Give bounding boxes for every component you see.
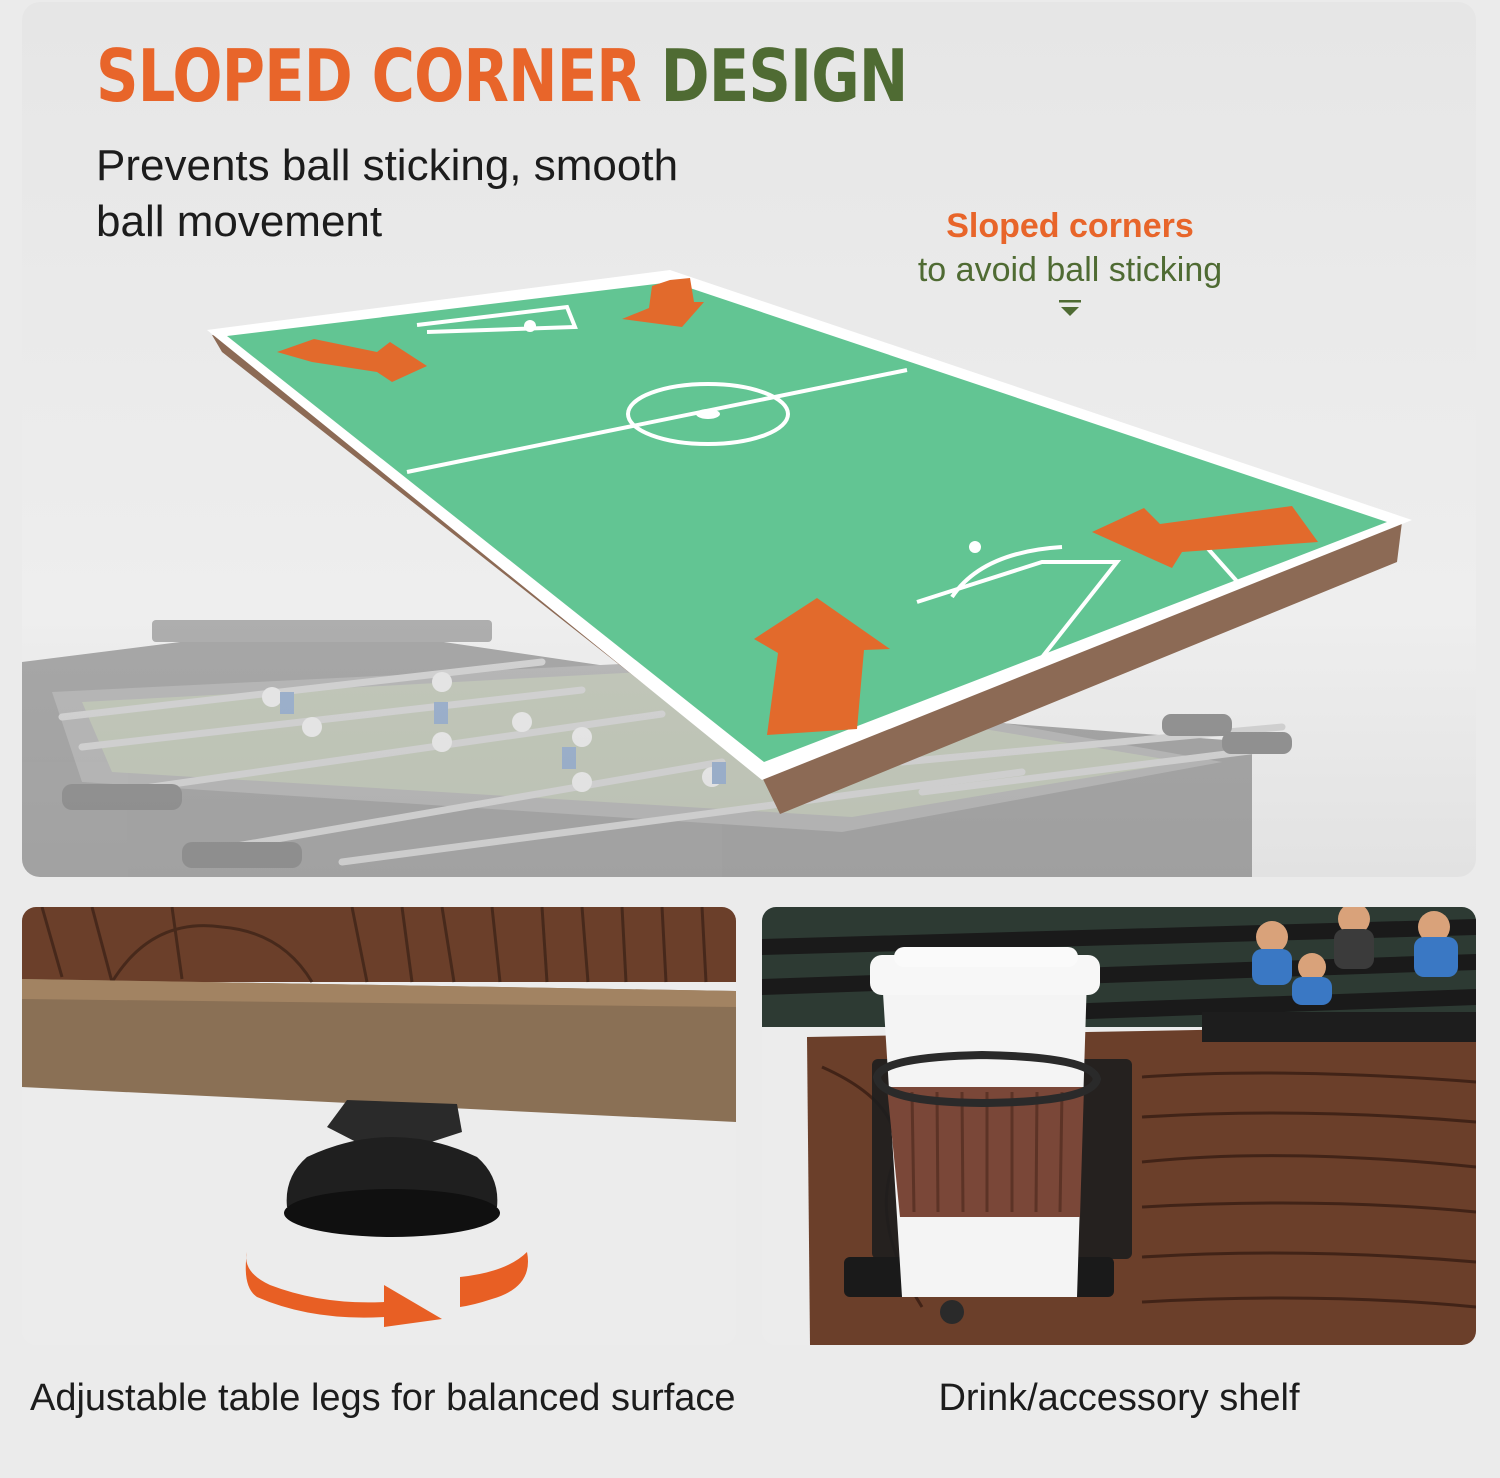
- subtitle: Prevents ball sticking, smooth ball move…: [96, 141, 679, 246]
- double-chevron-down-icon: [1059, 300, 1081, 316]
- caption-left: Adjustable table legs for balanced surfa…: [30, 1377, 736, 1419]
- callout: Sloped corners to avoid ball sticking: [870, 204, 1270, 318]
- caption-right: Drink/accessory shelf: [938, 1377, 1300, 1419]
- drink-shelf-panel: [762, 907, 1476, 1345]
- headline-secondary: DESIGN: [660, 34, 909, 118]
- headline: SLOPED CORNER DESIGN: [96, 40, 908, 112]
- adjustable-leg-illustration: [22, 907, 736, 1327]
- foosball-field: [227, 282, 1387, 762]
- orange-arrow-icon: [277, 278, 1318, 735]
- foosball-table-illustration: [22, 270, 1412, 877]
- callout-subtitle: to avoid ball sticking: [917, 251, 1223, 289]
- hero-panel: SLOPED CORNER DESIGN Prevents ball stick…: [22, 2, 1476, 877]
- headline-accent: SLOPED CORNER: [96, 34, 642, 118]
- player-figures: [1252, 907, 1458, 1005]
- drink-shelf-illustration: [762, 907, 1476, 1345]
- callout-title: Sloped corners: [946, 207, 1194, 245]
- leg-detail-panel: [22, 907, 736, 1345]
- field-markings: [406, 304, 1244, 672]
- rotate-arrow-icon: [245, 1252, 528, 1327]
